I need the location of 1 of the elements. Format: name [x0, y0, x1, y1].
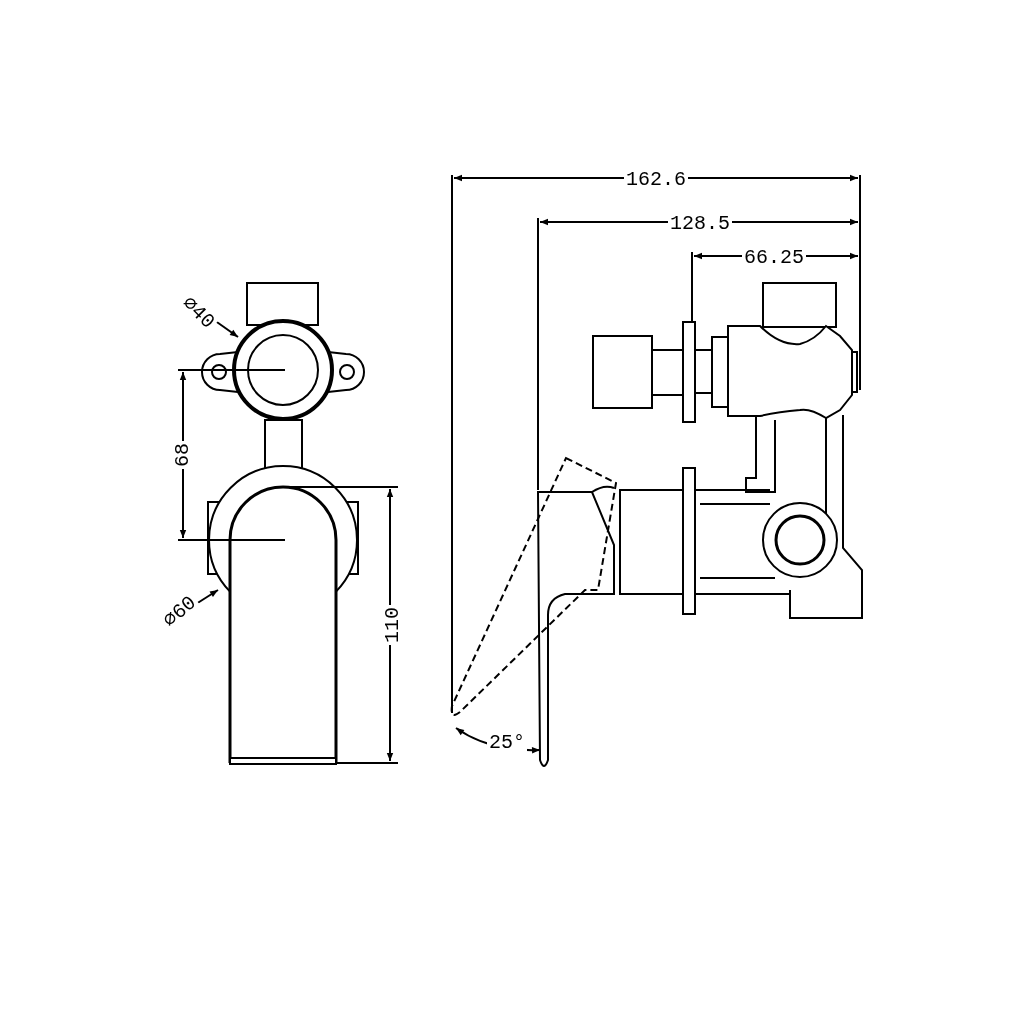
- dimension-label: 25°: [487, 733, 527, 753]
